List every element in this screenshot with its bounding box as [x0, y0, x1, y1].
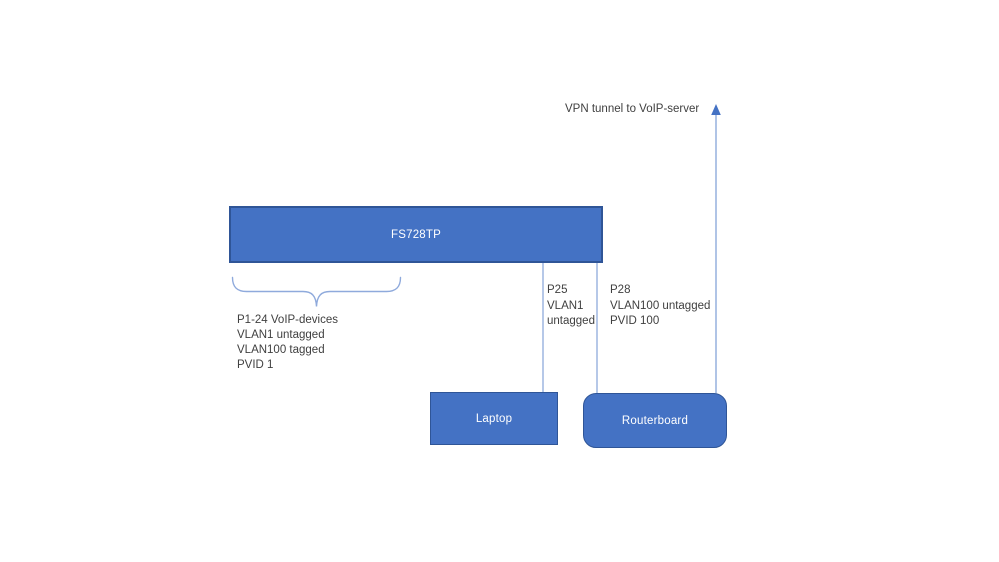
annotation-line: PVID 100: [610, 315, 660, 327]
annotation-line: P28: [610, 284, 631, 296]
node-laptop: Laptop: [430, 392, 558, 445]
port-range-brace: [231, 276, 402, 307]
annotation-line: VLAN1 untagged: [237, 329, 325, 341]
annotation-line: PVID 1: [237, 359, 274, 371]
annotation-line: P1-24 VoIP-devices: [237, 314, 339, 326]
node-routerboard: Routerboard: [583, 393, 727, 448]
annotation-line: VLAN100 tagged: [237, 344, 325, 356]
vpn-tunnel-annotation: VPN tunnel to VoIP-server: [565, 103, 700, 115]
switch-label: FS728TP: [391, 228, 441, 241]
port-group-annotation: P1-24 VoIP-devices VLAN1 untagged VLAN10…: [237, 313, 338, 373]
p25-annotation: P25 VLAN1 untagged: [547, 283, 595, 330]
annotation-line: VLAN100 untagged: [610, 299, 711, 312]
p28-annotation: P28 VLAN100 untagged PVID 100: [610, 283, 710, 330]
node-switch: FS728TP: [229, 206, 603, 263]
annotation-line: P25: [547, 284, 568, 296]
annotation-line: untagged: [547, 315, 595, 327]
annotation-line: VLAN1: [547, 299, 584, 312]
routerboard-label: Routerboard: [621, 414, 689, 427]
vpn-arrow-head-icon: [711, 104, 721, 115]
laptop-label: Laptop: [475, 412, 513, 425]
